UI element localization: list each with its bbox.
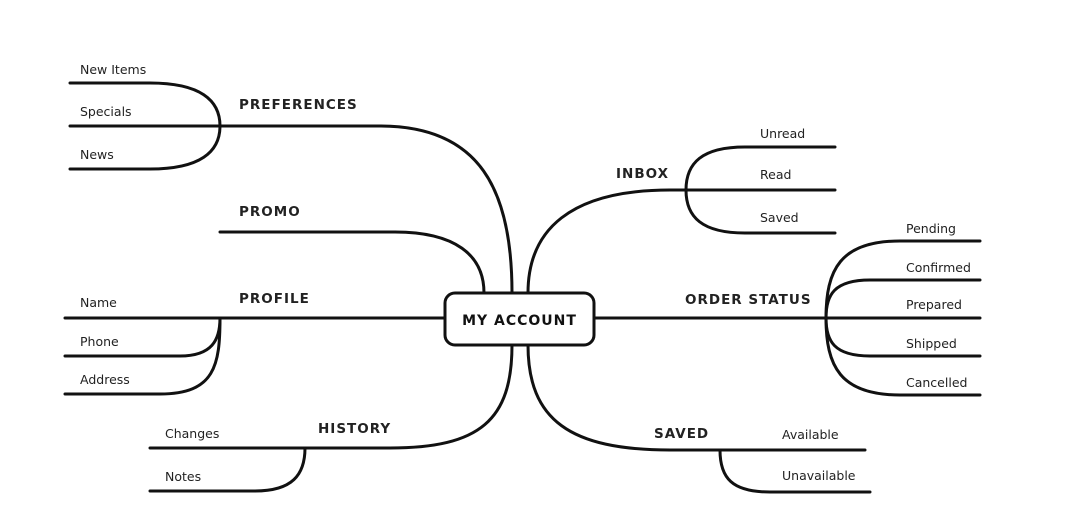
- order-status-leaf-cancelled: [824, 316, 982, 397]
- leaf-phone[interactable]: Phone: [80, 334, 119, 349]
- center-node[interactable]: MY ACCOUNT: [443, 291, 596, 347]
- leaf-pending[interactable]: Pending: [906, 221, 956, 236]
- leaf-notes[interactable]: Notes: [165, 469, 201, 484]
- leaf-saved-inbox[interactable]: Saved: [760, 210, 799, 225]
- inbox-connector: [526, 188, 837, 295]
- leaf-shipped[interactable]: Shipped: [906, 336, 957, 351]
- branch-label-profile[interactable]: PROFILE: [239, 291, 310, 307]
- leaf-address[interactable]: Address: [80, 372, 130, 387]
- leaf-news[interactable]: News: [80, 147, 114, 162]
- saved-leaf-unavailable: [718, 448, 872, 494]
- leaf-available[interactable]: Available: [782, 427, 839, 442]
- branch-label-history[interactable]: HISTORY: [318, 421, 391, 437]
- order-status-leaf-confirmed: [824, 278, 982, 320]
- leaf-read[interactable]: Read: [760, 167, 791, 182]
- center-node-label: MY ACCOUNT: [462, 313, 577, 329]
- leaf-name[interactable]: Name: [80, 295, 117, 310]
- branch-labels: PREFERENCES PROMO PROFILE HISTORY INBOX …: [239, 97, 812, 442]
- promo-connector: [218, 230, 486, 295]
- leaf-unread[interactable]: Unread: [760, 126, 805, 141]
- branch-label-order-status[interactable]: ORDER STATUS: [685, 292, 812, 308]
- history-connector: [148, 343, 514, 450]
- preferences-connector: [213, 124, 514, 295]
- inbox-leaf-unread: [684, 145, 837, 192]
- preferences-leaf-new-items: [68, 81, 222, 128]
- center-node-box: [443, 291, 596, 347]
- saved-connector: [526, 343, 867, 452]
- leaf-new-items[interactable]: New Items: [80, 62, 146, 77]
- branch-label-promo[interactable]: PROMO: [239, 204, 301, 220]
- branch-label-preferences[interactable]: PREFERENCES: [239, 97, 358, 113]
- leaf-specials[interactable]: Specials: [80, 104, 132, 119]
- leaf-changes[interactable]: Changes: [165, 426, 219, 441]
- branch-label-saved[interactable]: SAVED: [654, 426, 709, 442]
- connectors: [63, 81, 982, 494]
- leaf-confirmed[interactable]: Confirmed: [906, 260, 971, 275]
- inbox-leaf-saved: [684, 188, 837, 235]
- branch-label-inbox[interactable]: INBOX: [616, 166, 669, 182]
- leaf-cancelled[interactable]: Cancelled: [906, 375, 967, 390]
- order-status-leaf-shipped: [824, 316, 982, 358]
- profile-leaf-address: [63, 316, 222, 396]
- leaf-labels: New Items Specials News Name Phone Addre…: [80, 62, 971, 484]
- history-leaf-notes: [148, 446, 307, 493]
- leaf-unavailable[interactable]: Unavailable: [782, 468, 856, 483]
- leaf-prepared[interactable]: Prepared: [906, 297, 962, 312]
- preferences-leaf-news: [68, 124, 222, 171]
